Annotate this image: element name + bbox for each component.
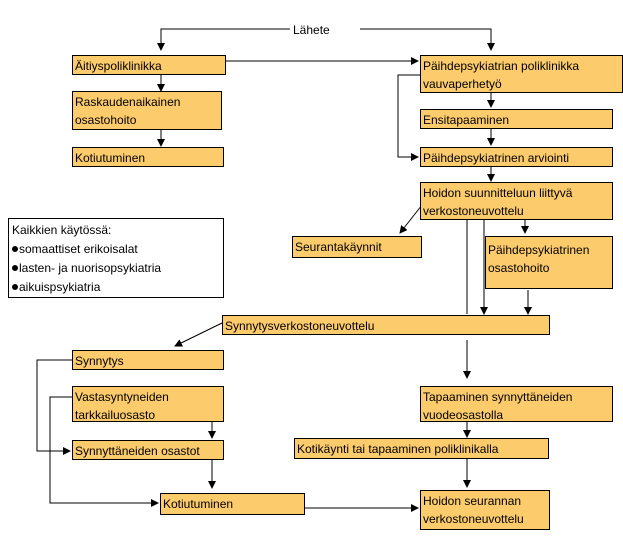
bullet-icon — [12, 245, 18, 252]
arrow-synnytys-osastot — [36, 359, 73, 455]
bullet-icon — [12, 283, 18, 290]
legend-box: Kaikkien käytössä: somaattiset erikoisal… — [8, 218, 224, 298]
lahete-label: Lähete — [290, 21, 333, 39]
arrow-vastasynt-kotiut — [49, 396, 159, 507]
bullet-icon — [12, 264, 18, 271]
legend-heading: Kaikkien käytössä: — [12, 223, 112, 237]
box-kotikaynti: Kotikäynti tai tapaaminen poliklinikalla — [294, 438, 549, 459]
legend-item: lasten- ja nuorisopsykiatria — [12, 259, 220, 278]
box-ensitapaaminen: Ensitapaaminen — [420, 109, 613, 129]
arrow-verkosto-synnytys — [174, 322, 223, 347]
box-kotiutuminen-top: Kotiutuminen — [72, 147, 224, 167]
box-paihdepsykiatrinen-arviointi: Päihdepsykiatrinen arviointi — [420, 147, 613, 167]
arrow-hoidon-seuranta — [399, 204, 423, 234]
arrow-lahete-left — [157, 28, 292, 51]
arrow-lahete-right — [360, 28, 495, 51]
legend-item: somaattiset erikoisalat — [12, 240, 220, 259]
box-seurantakaynnit: Seurantakäynnit — [292, 236, 422, 258]
arrow-loop-arvio — [397, 74, 420, 161]
box-kotiutuminen-bottom: Kotiutuminen — [160, 493, 305, 515]
legend-item: aikuispsykiatria — [12, 278, 220, 297]
box-synnytys: Synnytys — [72, 350, 224, 370]
box-aitiyspoliklinikka: Äitiyspoliklinikka — [72, 55, 226, 75]
box-synnytysverkostoneuvottelu: Synnytysverkostoneuvottelu — [222, 315, 550, 335]
box-synnyttaneiden-osastot: Synnyttäneiden osastot — [72, 440, 224, 460]
